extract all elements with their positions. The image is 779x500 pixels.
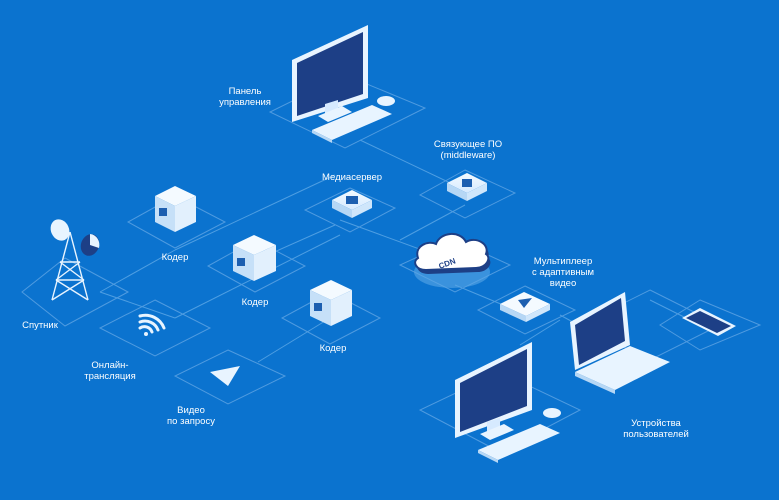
label-live-stream: Онлайн- трансляция — [84, 360, 136, 382]
phone-icon — [682, 308, 736, 336]
user-keyboard-icon — [478, 408, 561, 463]
label-user-devices: Устройства пользователей — [623, 418, 689, 440]
satellite-tower-icon — [51, 231, 89, 301]
label-satellite: Спутник — [22, 320, 58, 331]
label-multiplexer: Мультиплеер с адаптивным видео — [532, 256, 594, 289]
platforms — [21, 74, 762, 453]
encoder-icon-1 — [155, 186, 196, 232]
label-encoder-3: Кодер — [319, 343, 347, 354]
label-middleware: Связующее ПО (middleware) — [433, 139, 503, 161]
encoder-icon-3 — [310, 280, 352, 326]
label-vod: Видео по запросу — [167, 405, 215, 427]
cloud-icon — [414, 233, 491, 288]
encoder-icon-2 — [233, 235, 276, 281]
play-icon — [210, 366, 240, 386]
label-encoder-2: Кодер — [241, 297, 269, 308]
user-monitor-icon — [455, 342, 532, 440]
label-media-server: Медиасервер — [321, 172, 383, 183]
laptop-icon — [570, 292, 670, 394]
label-encoder-1: Кодер — [161, 252, 189, 263]
label-control-panel: Панель управления — [219, 86, 271, 108]
broadcast-icon — [138, 313, 166, 336]
media-server-icon — [332, 190, 372, 218]
middleware-server-icon — [447, 173, 487, 201]
monitor-icon — [292, 25, 368, 122]
satellite-dish-icon — [50, 219, 100, 256]
keyboard-icon — [312, 96, 395, 143]
multiplexer-icon — [500, 292, 550, 322]
